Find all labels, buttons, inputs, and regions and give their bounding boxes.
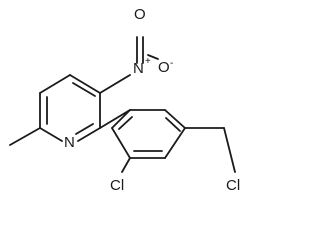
- bond-c3-nitro-n: [99, 74, 131, 94]
- bond-a2-a3: [164, 109, 186, 129]
- dichlorophenyl-ring: [111, 109, 186, 159]
- chemical-structure-diagram: N + O O - N Cl Cl: [9, 6, 240, 194]
- bond-c3-c2-double: [75, 123, 94, 135]
- bond-n-o-right: [147, 54, 159, 60]
- bond-n-c6: [39, 127, 63, 142]
- chlorine-ortho-label: Cl: [110, 177, 124, 194]
- nitro-nitrogen-label: N: [133, 60, 144, 77]
- nitro-group: N + O O -: [99, 6, 173, 94]
- bond-c6-c5: [39, 74, 71, 94]
- nitro-minus-charge: -: [170, 58, 173, 69]
- chlorine-para-label: Cl: [226, 177, 240, 194]
- nitro-oxygen-top-label: O: [134, 6, 146, 23]
- bond-c5-c4: [69, 74, 101, 94]
- pyridine-ring: [39, 74, 101, 142]
- bond-para-cl-extension: [223, 127, 236, 173]
- bond-c4-c4a-double: [72, 82, 96, 97]
- bond-a5-a6: [111, 127, 131, 159]
- bond-ortho-cl: [121, 157, 131, 173]
- bond-c3-c2: [77, 127, 101, 142]
- bond-a3-a4: [164, 127, 186, 159]
- bond-a6-a1-double: [118, 116, 133, 130]
- nitro-plus-charge: +: [145, 56, 151, 67]
- bond-a6-a1: [111, 109, 131, 129]
- nitro-oxygen-right-label: O: [158, 59, 170, 76]
- pyridine-nitrogen-label: N: [64, 134, 75, 151]
- bond-a2-a3-double: [165, 117, 181, 132]
- biaryl-bond: [99, 109, 131, 129]
- methyl-bond: [9, 127, 41, 146]
